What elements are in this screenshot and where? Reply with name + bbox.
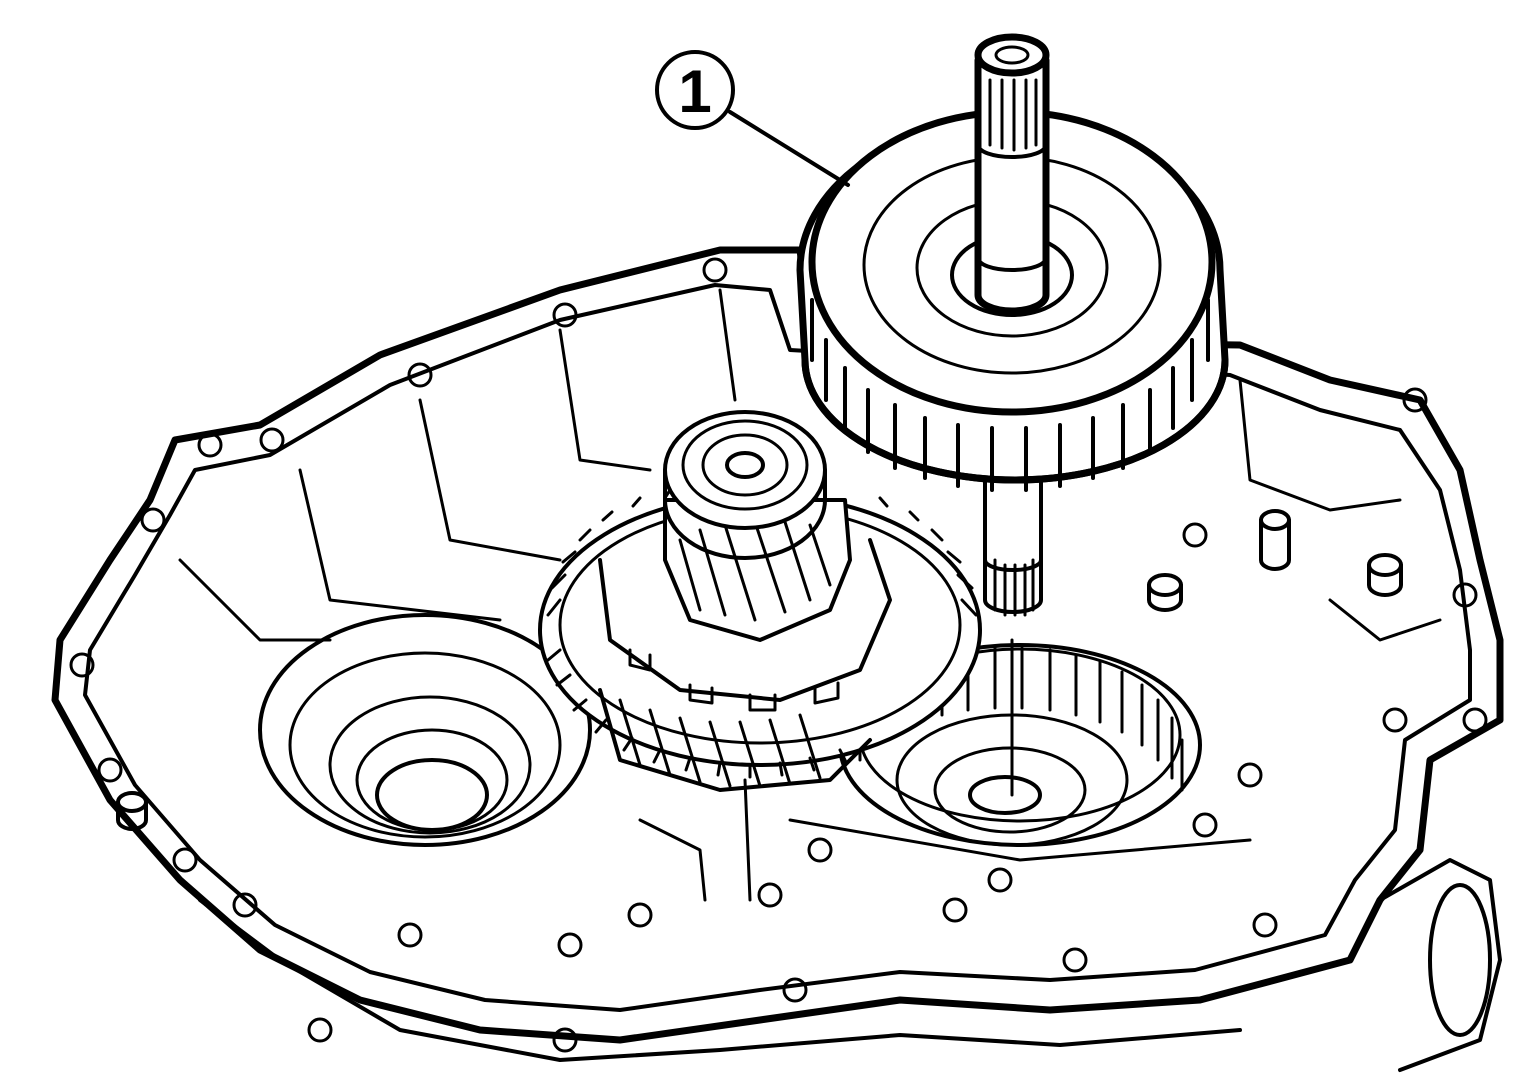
case-inner-flange xyxy=(83,283,1472,1012)
case-rib-10 xyxy=(788,818,1252,862)
case-rib-3 xyxy=(558,328,652,472)
counter-gear-assembly xyxy=(538,410,982,792)
case-rib-9 xyxy=(1328,598,1442,642)
transaxle-case xyxy=(51,246,1504,1072)
case-rib-2 xyxy=(418,398,562,562)
case-right-housing xyxy=(1378,858,1502,1072)
case-lower-edge xyxy=(198,898,1242,1062)
part-1-clutch-drum-input-shaft xyxy=(796,33,1229,797)
case-rib-6 xyxy=(638,818,707,902)
dowel-pins xyxy=(116,509,1403,831)
input-shaft-upper xyxy=(974,56,1050,315)
input-shaft-end xyxy=(974,33,1050,77)
flange-bolt-holes xyxy=(69,257,1488,1053)
callout-1: 1 xyxy=(655,50,850,187)
case-rib-8 xyxy=(1238,378,1402,512)
differential-bore xyxy=(258,613,592,847)
callout-1-circle xyxy=(655,50,735,130)
clutch-drum-splines xyxy=(801,298,1229,492)
counter-gear-teeth xyxy=(546,488,978,779)
case-right-bore xyxy=(1428,883,1492,1037)
callout-1-leader xyxy=(728,110,850,187)
case-rib-5 xyxy=(178,558,332,642)
case-rib-1 xyxy=(298,468,502,622)
case-rib-4 xyxy=(718,288,737,402)
callout-1-label: 1 xyxy=(678,58,711,125)
case-rib-7 xyxy=(743,778,752,902)
